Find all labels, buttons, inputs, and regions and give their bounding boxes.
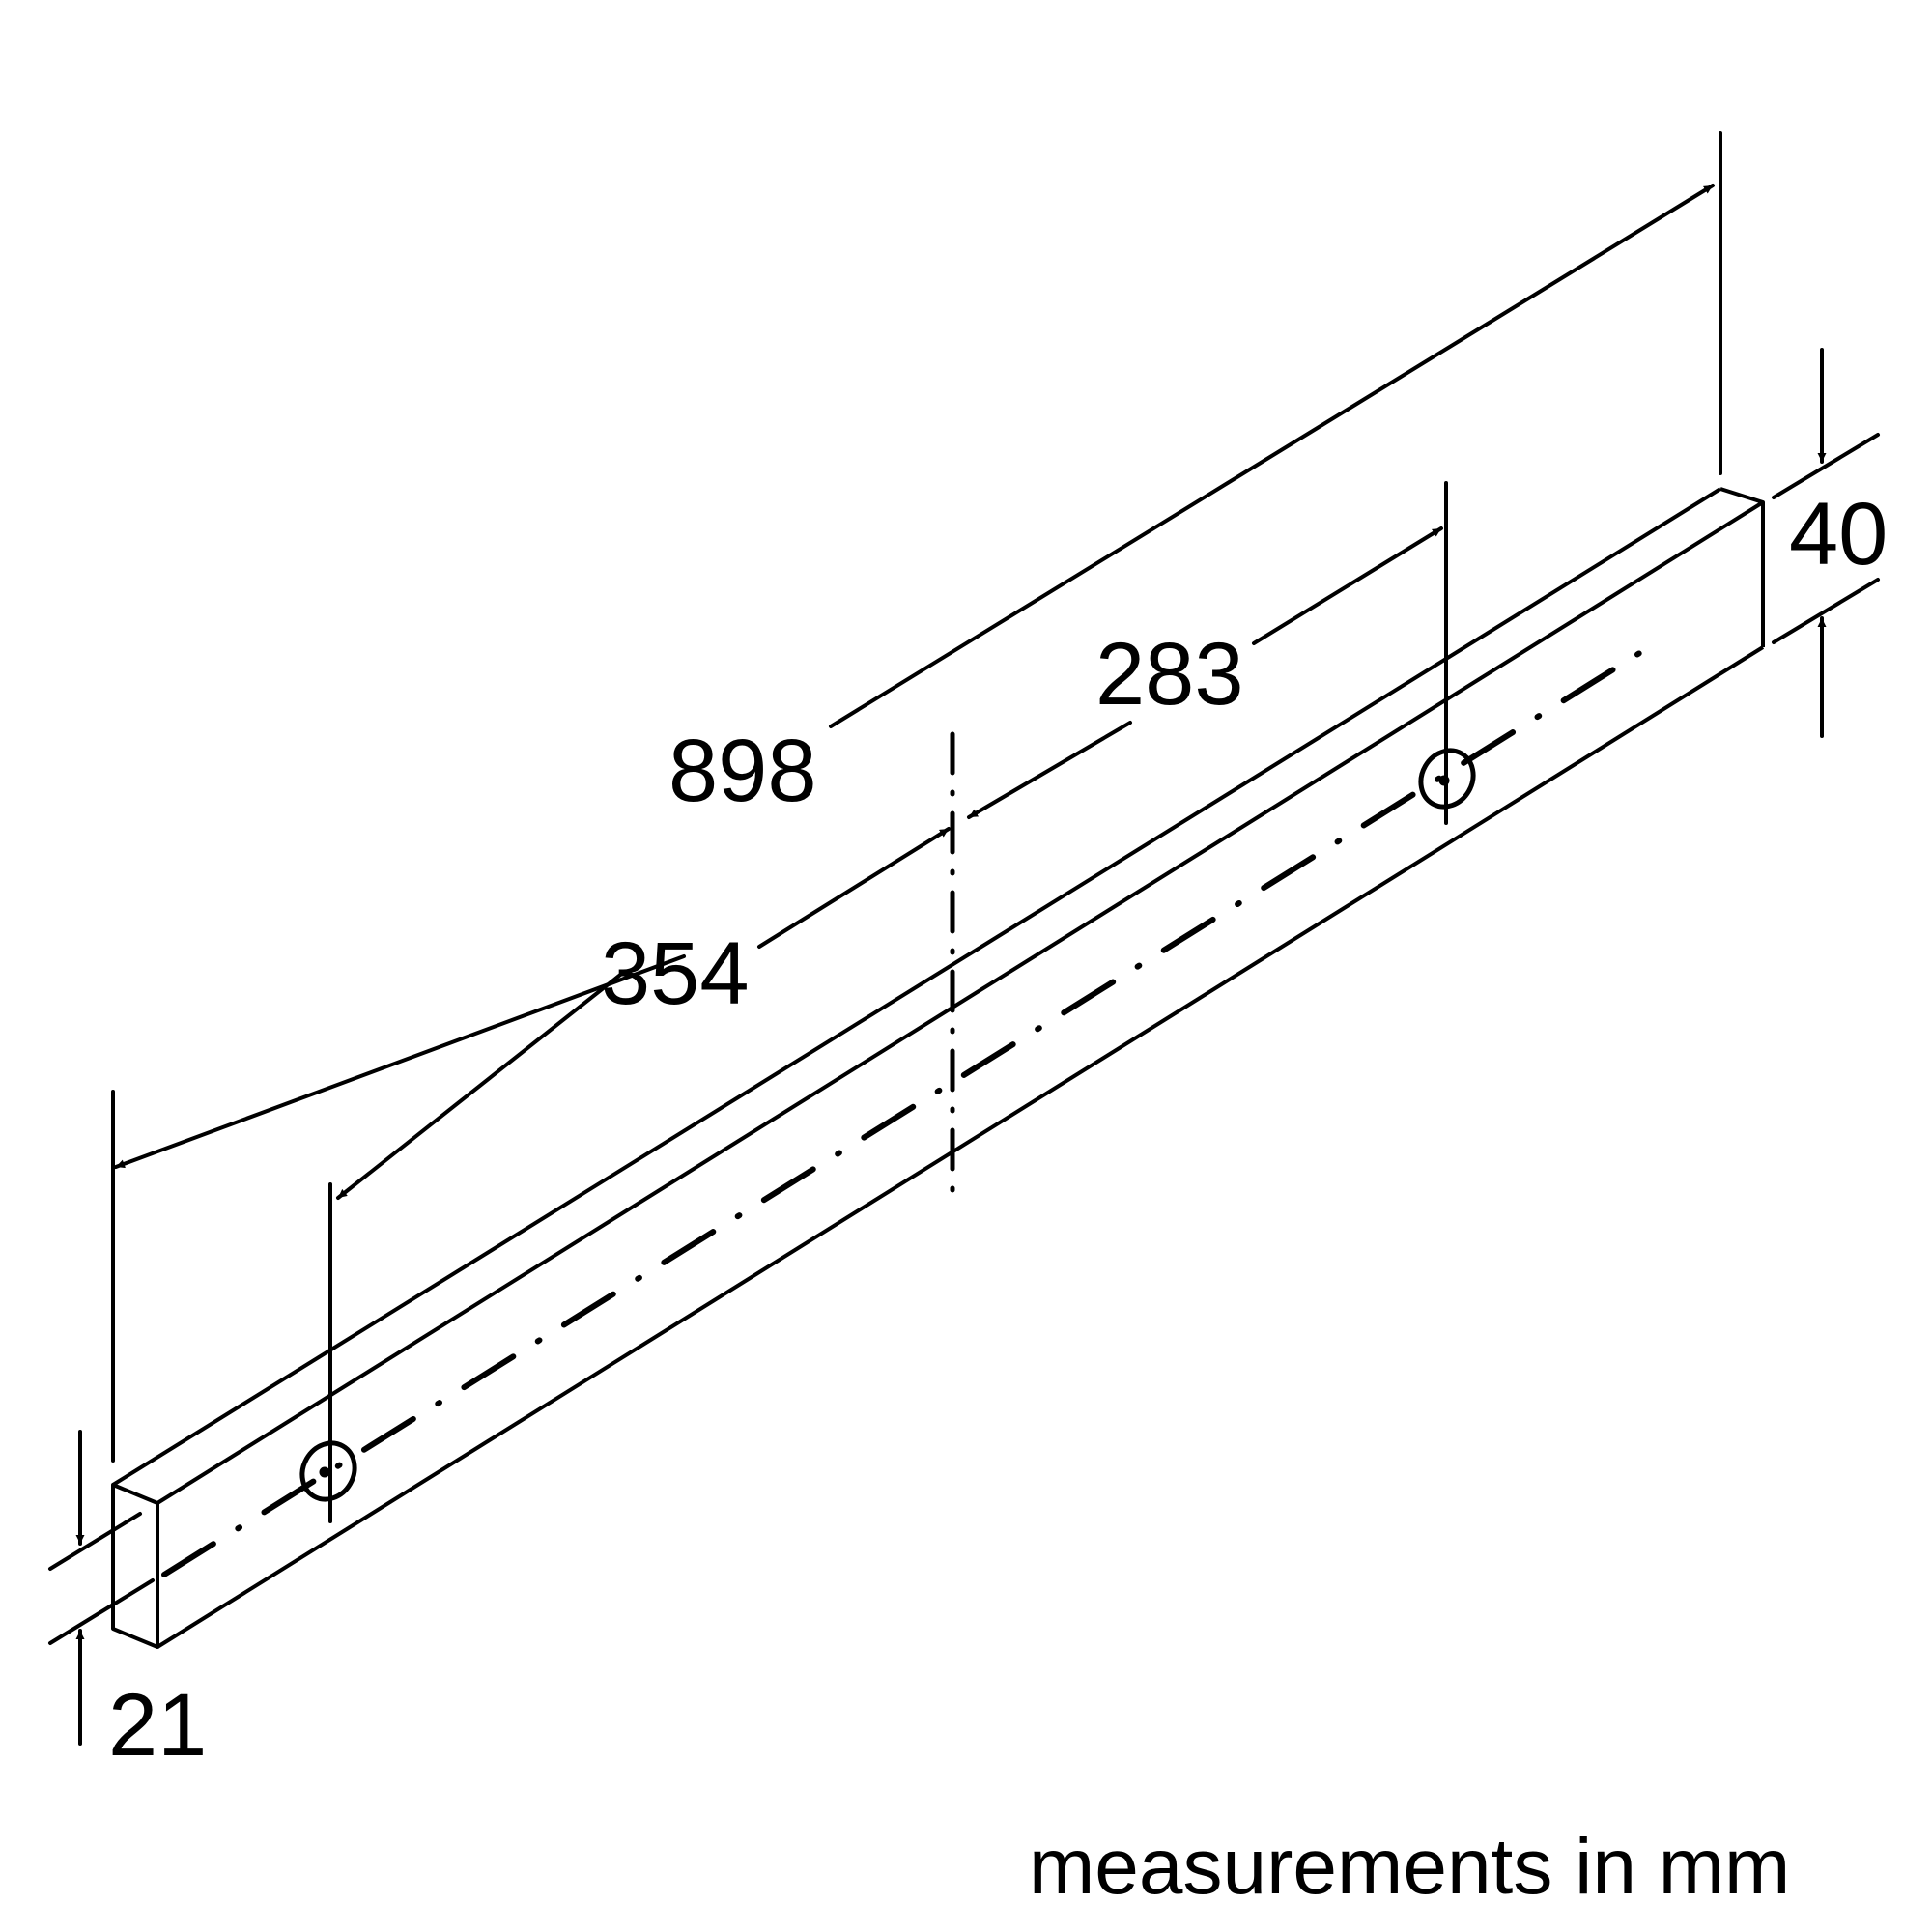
dim-line-898-left xyxy=(114,954,686,1169)
bar-top-front-edge xyxy=(156,500,1765,1505)
bar-right-end-face xyxy=(1719,487,1765,647)
mounting-hole-left xyxy=(299,1440,357,1502)
bar-left-end-face xyxy=(111,1483,159,1649)
dimension-lines xyxy=(75,184,1827,1746)
bar-body xyxy=(111,487,1765,1649)
dimension-label-center-to-right-hole: 283 xyxy=(1095,625,1244,724)
units-note: measurements in mm xyxy=(1029,1823,1791,1911)
bar-center-axis xyxy=(161,639,1660,1577)
dimension-label-depth: 21 xyxy=(108,1676,208,1775)
extension-line-depth-top xyxy=(48,1512,142,1571)
extension-lines xyxy=(48,131,1880,1645)
extension-line-height-top xyxy=(1772,433,1880,499)
bar-bottom-front-edge xyxy=(156,645,1765,1649)
bar-top-back-edge xyxy=(111,487,1722,1487)
extension-line-height-bottom xyxy=(1772,578,1880,644)
dim-line-354-left xyxy=(336,970,626,1200)
dimension-label-overall-length: 898 xyxy=(668,722,817,820)
dimension-label-left-hole-to-center: 354 xyxy=(601,924,750,1023)
dim-line-283-right xyxy=(1252,526,1443,645)
dim-line-283-left xyxy=(967,721,1132,819)
dim-line-354-right xyxy=(757,827,951,949)
dimension-label-height: 40 xyxy=(1789,485,1889,583)
extension-line-depth-bottom xyxy=(48,1578,155,1645)
dim-line-898-right xyxy=(829,184,1715,728)
